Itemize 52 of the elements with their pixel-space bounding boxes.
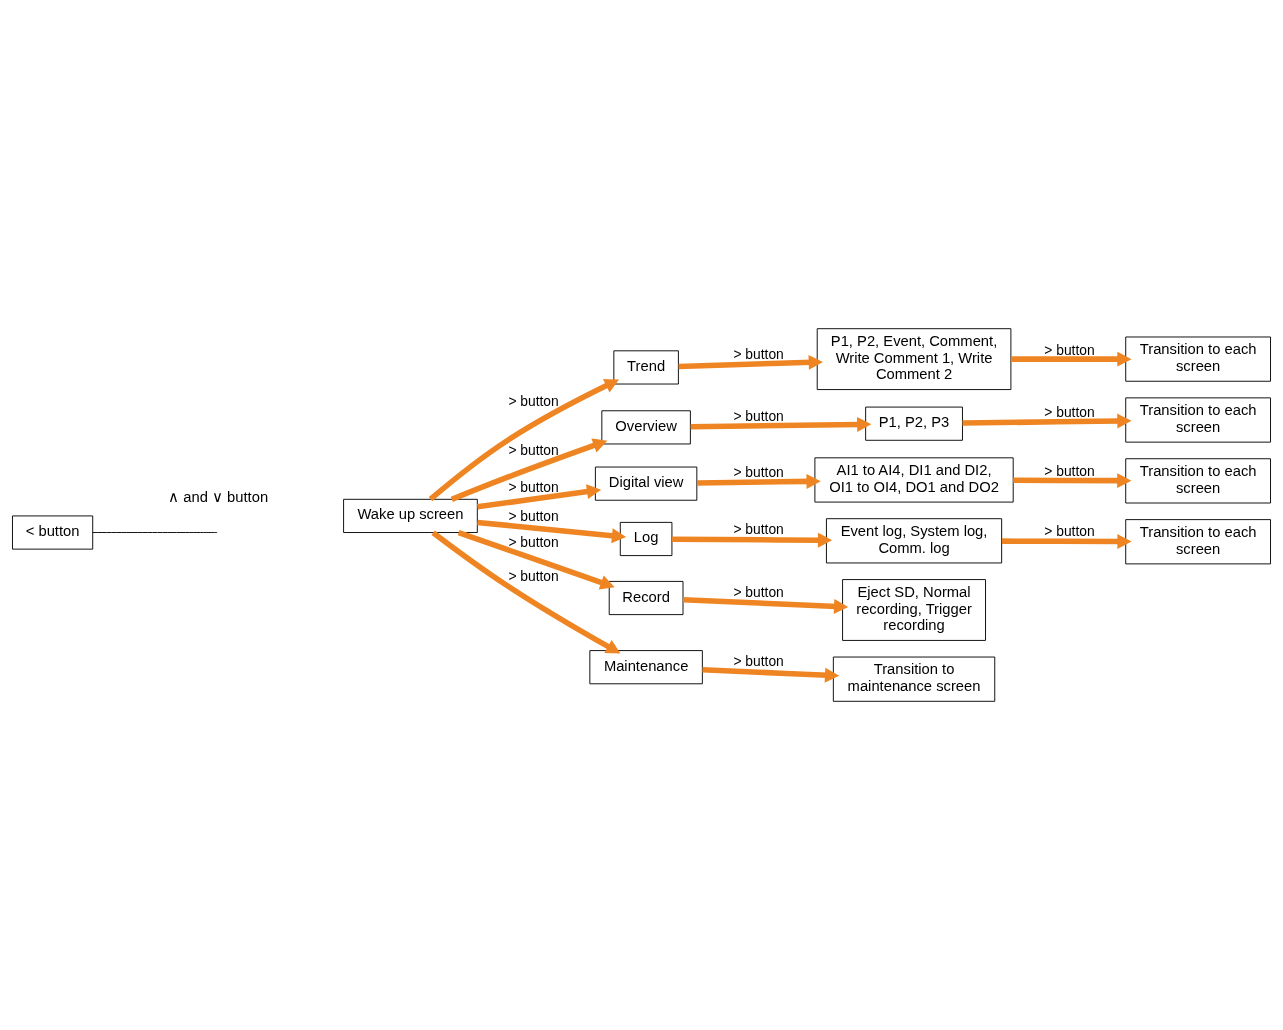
edge-label: > button xyxy=(733,521,784,538)
connector xyxy=(92,532,218,533)
arrow xyxy=(431,530,621,654)
arrow xyxy=(702,666,840,683)
label: ∧ and ∨ button xyxy=(168,488,269,505)
arrow xyxy=(690,417,872,432)
node-box: Digital view xyxy=(594,466,698,501)
node-box: Record xyxy=(608,580,684,616)
node-box: Trend xyxy=(613,350,679,385)
node-box: AI1 to AI4, DI1 and DI2, OI1 to OI4, DO1 and DO2 xyxy=(814,457,1014,503)
node-box: P1, P2, Event, Comment, Write Comment 1, Write Comment 2 xyxy=(816,328,1012,390)
arrow xyxy=(428,379,620,502)
node-box: P1, P2, P3 xyxy=(865,406,963,441)
arrow xyxy=(962,413,1132,429)
edge-label: > button xyxy=(508,508,559,525)
node-box: Eject SD, Normal recording, Trigger recording xyxy=(842,579,986,641)
node-box: Overview xyxy=(601,410,691,445)
arrow xyxy=(1010,351,1132,367)
edge-label: > button xyxy=(1044,523,1095,540)
arrow xyxy=(477,484,602,510)
edge-label: > button xyxy=(1044,404,1095,421)
node-box: Maintenance xyxy=(589,650,703,685)
edge-label: > button xyxy=(733,464,784,481)
node-box: < button xyxy=(12,515,94,550)
arrow xyxy=(450,438,608,502)
edge-label: > button xyxy=(508,478,559,495)
node-box: Transition to each screen xyxy=(1125,397,1271,443)
arrow xyxy=(697,473,821,489)
edge-label: > button xyxy=(733,407,784,424)
arrow xyxy=(1013,473,1132,489)
node-box: Log xyxy=(619,521,673,557)
edge-label: > button xyxy=(733,653,784,670)
edge-label: > button xyxy=(733,584,784,601)
arrow xyxy=(457,529,615,590)
arrow xyxy=(683,596,849,614)
edge-label: > button xyxy=(733,346,784,363)
edge-label: > button xyxy=(1044,463,1095,480)
node-box: Transition to each screen xyxy=(1125,519,1271,565)
node-box: Wake up screen xyxy=(343,498,478,533)
arrow xyxy=(672,532,833,548)
edge-label: > button xyxy=(508,393,559,410)
edge-label: > button xyxy=(1044,341,1095,358)
arrow xyxy=(678,354,823,370)
node-box: Transition to each screen xyxy=(1125,458,1271,504)
node-box: Event log, System log, Comm. log xyxy=(825,518,1003,564)
node-box: Transition to each screen xyxy=(1125,336,1271,382)
node-box: Transition to maintenance screen xyxy=(832,656,996,702)
arrow xyxy=(477,519,627,544)
edge-label: > button xyxy=(508,568,559,585)
arrow xyxy=(1001,534,1132,549)
edge-label: > button xyxy=(508,442,559,459)
edge-label: > button xyxy=(508,534,559,551)
